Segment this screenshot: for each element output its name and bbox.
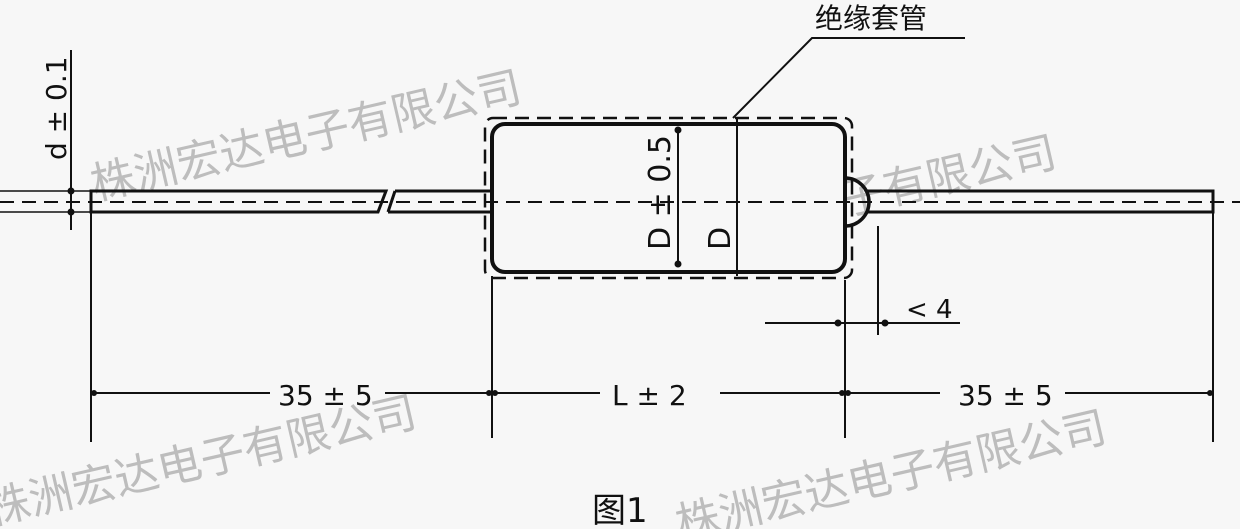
left-lead-length-label: 35 ± 5 — [278, 379, 373, 412]
drawing — [0, 37, 1240, 442]
right-lead-length-label: 35 ± 5 — [958, 379, 1053, 412]
insulating-sleeve — [483, 116, 854, 280]
left-lead-inner — [386, 189, 492, 214]
left-lead — [89, 189, 389, 214]
watermark: 株洲宏达电子有限公司 — [86, 62, 526, 211]
body-length-label: L ± 2 — [612, 379, 687, 412]
sleeve-diameter-label: D ± 0.5 — [643, 135, 678, 250]
capacitor-body — [490, 122, 847, 274]
sleeve-label: 绝缘套管 — [815, 2, 927, 35]
lead-diameter-label: d ± 0.1 — [40, 56, 73, 160]
sleeve-leader-line — [732, 37, 965, 119]
end-bump — [844, 176, 871, 228]
bump-length-label: < 4 — [906, 295, 953, 325]
watermark: 株洲宏达电子有限公司 — [671, 402, 1111, 529]
figure-caption: 图1 — [592, 491, 648, 529]
body-diameter-label: D — [703, 227, 738, 250]
